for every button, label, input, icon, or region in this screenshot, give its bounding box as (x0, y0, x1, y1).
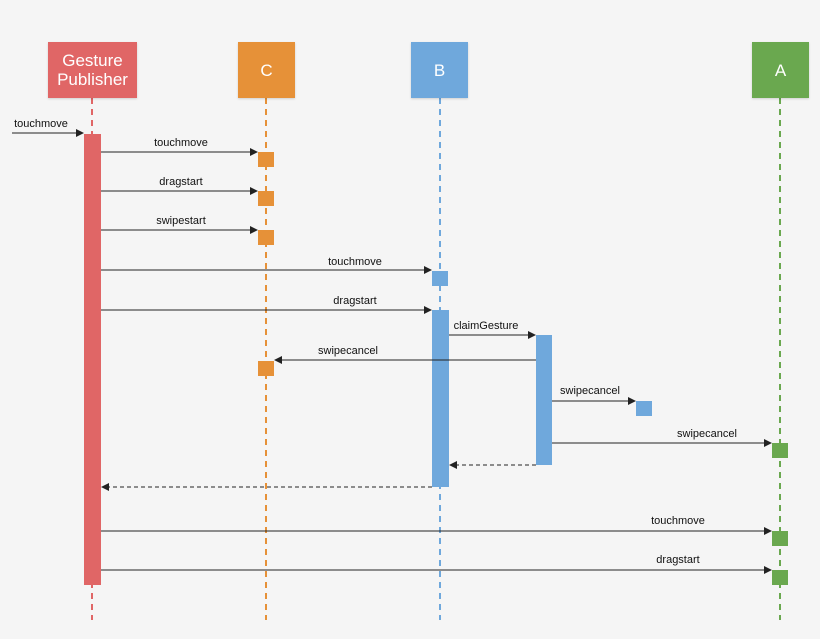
label-claim-b-swipecancel: swipecancel (560, 385, 620, 397)
actor-b: B (411, 42, 468, 98)
activation-c-dragstart (258, 191, 274, 206)
activation-b-claim (536, 335, 552, 465)
label-gp-c-swipestart: swipestart (156, 215, 206, 227)
label-claim-a-swipecancel: swipecancel (677, 428, 737, 440)
label-gp-c-touchmove: touchmove (154, 137, 208, 149)
label-b-claim-gesture: claimGesture (453, 320, 519, 332)
label-claim-c-swipecancel: swipecancel (318, 345, 378, 357)
label-gp-a-dragstart: dragstart (656, 554, 700, 566)
activation-c-swipestart (258, 230, 274, 245)
label-gp-a-touchmove: touchmove (651, 515, 705, 527)
actor-gesture-publisher: Gesture Publisher (48, 42, 137, 98)
label-gp-c-dragstart: dragstart (159, 176, 203, 188)
activation-b-swipecancel (636, 401, 652, 416)
activation-c-touchmove (258, 152, 274, 167)
actor-c: C (238, 42, 295, 98)
actor-a: A (752, 42, 809, 98)
activation-b-touchmove (432, 271, 448, 286)
label-gp-b-dragstart: dragstart (333, 295, 377, 307)
activation-c-swipecancel (258, 361, 274, 376)
activation-a-dragstart (772, 570, 788, 585)
activation-a-touchmove (772, 531, 788, 546)
activation-b-dragstart (432, 310, 449, 487)
activation-gesture-publisher (84, 134, 101, 585)
label-gp-b-touchmove: touchmove (328, 256, 382, 268)
activation-a-swipecancel (772, 443, 788, 458)
label-external-touchmove: touchmove (14, 118, 68, 130)
